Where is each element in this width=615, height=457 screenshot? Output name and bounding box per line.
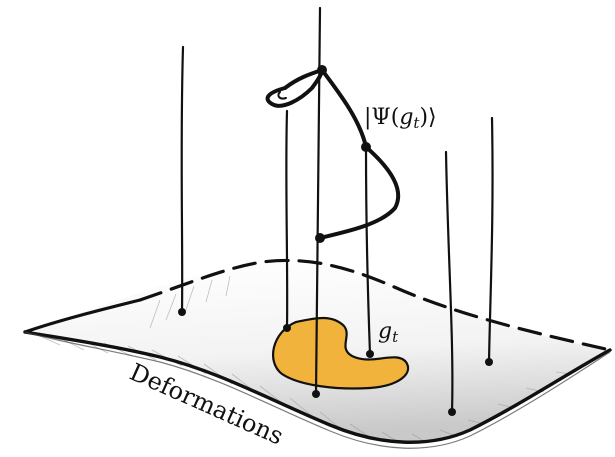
- state-path-points: [315, 65, 371, 243]
- fiber-2: [285, 109, 289, 330]
- fiber-1: [180, 45, 185, 314]
- surface-hatching: [39, 275, 573, 443]
- state-path-curve: [318, 68, 401, 240]
- surface-back-edge: [138, 258, 612, 352]
- state-path-loop: [265, 68, 324, 108]
- state-path: [265, 68, 401, 240]
- svg-text:gt: gt: [378, 319, 399, 346]
- region-g-t: [272, 316, 409, 390]
- fiber-6: [487, 116, 494, 364]
- fiber-4: [364, 145, 372, 356]
- fiber-base-points: [178, 308, 493, 416]
- region-label: gt: [378, 319, 399, 346]
- state-label: |Ψ(gt)⟩: [364, 105, 437, 132]
- surface-front-edge: [23, 330, 612, 444]
- fibers: [180, 6, 494, 414]
- fiber-5: [444, 150, 454, 414]
- svg-text:|Ψ(gt)⟩: |Ψ(gt)⟩: [364, 105, 437, 132]
